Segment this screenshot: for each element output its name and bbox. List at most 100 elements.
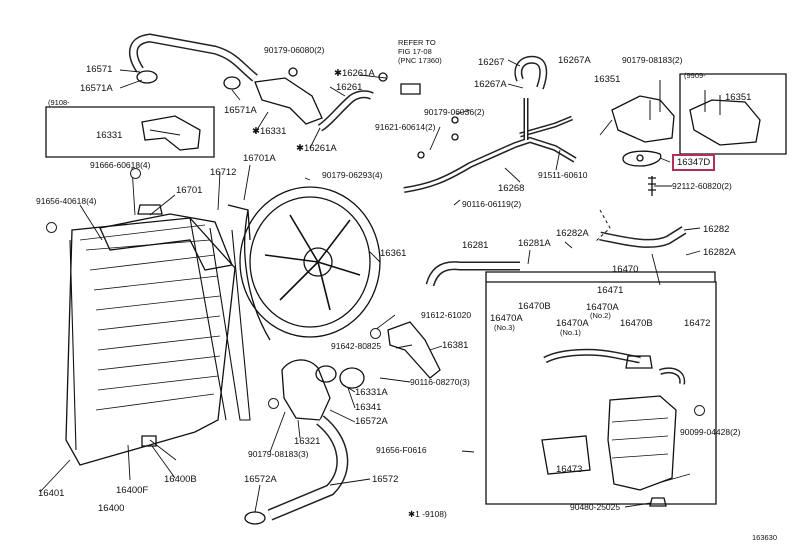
- part-label-16470[interactable]: 16470: [612, 264, 639, 275]
- part-label-16331A[interactable]: 16331A: [355, 387, 388, 398]
- part-label-16281A[interactable]: 16281A: [518, 238, 551, 249]
- figure-number: 163630: [752, 533, 778, 542]
- part-label-16472[interactable]: 16472: [684, 318, 711, 329]
- radiator-top-tank: [100, 214, 232, 270]
- note-no1: (No.1): [560, 328, 581, 337]
- part-label-16572A[interactable]: 16572A: [355, 416, 388, 427]
- part-label-16701A[interactable]: 16701A: [243, 153, 276, 164]
- ref-marker: [268, 398, 279, 409]
- pipe-piece: [401, 84, 420, 94]
- stud-92112: [648, 176, 656, 196]
- gasket-16347D: [623, 151, 661, 166]
- part-label-16261[interactable]: 16261: [336, 82, 363, 93]
- part-label-91656-f0616[interactable]: 91656-F0616: [376, 445, 427, 455]
- part-label-90099-04428[interactable]: 90099-04428(2): [680, 427, 741, 437]
- part-label-16470B-2[interactable]: 16470B: [620, 318, 653, 329]
- bolt: [452, 134, 458, 140]
- part-label-91666-60618[interactable]: 91666-60618(4): [90, 160, 151, 170]
- part-label-16321[interactable]: 16321: [294, 436, 321, 447]
- part-label-16331-star[interactable]: ✱16331: [252, 126, 287, 137]
- fan-shroud-16361: [240, 187, 380, 337]
- bolt: [418, 152, 424, 158]
- part-label-90116-08270[interactable]: 90116-08270(3): [410, 377, 470, 387]
- water-inlet-16351-inset: [690, 100, 760, 145]
- ref-marker: [46, 222, 57, 233]
- footnote: ✱1 -9108): [408, 509, 447, 519]
- part-label-16341[interactable]: 16341: [355, 402, 382, 413]
- hose-clamp: [137, 71, 157, 83]
- refer-note-line3: (PNC 17360): [398, 56, 442, 65]
- part-label-16267A-2[interactable]: 16267A: [474, 79, 507, 90]
- part-label-16282[interactable]: 16282: [703, 224, 730, 235]
- part-label-16261A-2[interactable]: ✱16261A: [296, 143, 337, 154]
- bolt: [452, 117, 458, 123]
- part-label-91621-60614[interactable]: 91621-60614(2): [375, 122, 436, 132]
- grommet: [650, 498, 666, 506]
- water-outlet-16331: [255, 78, 322, 124]
- inset-box-9108: [46, 107, 214, 157]
- part-label-91511-60610[interactable]: 91511-60610: [538, 170, 588, 180]
- box-label-9909: (9909-: [684, 71, 706, 80]
- part-label-16400B[interactable]: 16400B: [164, 474, 197, 485]
- part-label-16381[interactable]: 16381: [442, 340, 469, 351]
- part-label-16471[interactable]: 16471: [597, 285, 624, 296]
- part-label-16572[interactable]: 16572: [372, 474, 399, 485]
- part-label-16351-inset[interactable]: 16351: [725, 92, 752, 103]
- part-label-16571[interactable]: 16571: [86, 64, 113, 75]
- part-label-16470A-2[interactable]: 16470A: [556, 318, 589, 329]
- part-label-16267A[interactable]: 16267A: [558, 55, 591, 66]
- part-label-16571A-2[interactable]: 16571A: [224, 105, 257, 116]
- part-label-90179-06080[interactable]: 90179-06080(2): [264, 45, 325, 55]
- refer-note-line2: FIG 17-08: [398, 47, 432, 56]
- part-label-16400F[interactable]: 16400F: [116, 485, 149, 496]
- part-label-90179-08183-bot[interactable]: 90179-08183(3): [248, 449, 309, 459]
- part-label-16331[interactable]: 16331: [96, 130, 123, 141]
- part-label-16267[interactable]: 16267: [478, 57, 505, 68]
- part-label-91656-40618[interactable]: 91656-40618(4): [36, 196, 97, 206]
- part-label-16470B[interactable]: 16470B: [518, 301, 551, 312]
- box-label-9108: (9108-: [48, 98, 70, 107]
- part-label-91612-61020[interactable]: 91612-61020: [421, 310, 472, 320]
- part-label-90116-06119[interactable]: 90116-06119(2): [462, 199, 522, 209]
- part-label-16473[interactable]: 16473: [556, 464, 583, 475]
- part-label-16712[interactable]: 16712: [210, 167, 237, 178]
- part-label-16571A[interactable]: 16571A: [80, 83, 113, 94]
- reservoir-tank-16470: [608, 396, 676, 490]
- note-no2: (No.2): [590, 311, 611, 320]
- part-label-16261A[interactable]: ✱16261A: [334, 68, 375, 79]
- hose-clamp: [245, 512, 265, 524]
- part-label-90179-08183-top[interactable]: 90179-08183(2): [622, 55, 683, 65]
- reservoir-cap: [626, 356, 652, 368]
- part-label-92112-60820[interactable]: 92112-60820(2): [672, 181, 732, 191]
- part-label-16572A-2[interactable]: 16572A: [244, 474, 277, 485]
- part-label-16400[interactable]: 16400: [98, 503, 125, 514]
- water-inlet-16321: [282, 360, 330, 420]
- ref-marker: [370, 328, 381, 339]
- part-label-90480-25025[interactable]: 90480-25025: [570, 502, 621, 512]
- bracket-16381: [388, 322, 440, 378]
- part-label-16470A-3[interactable]: 16470A: [490, 313, 523, 324]
- part-label-90179-06036[interactable]: 90179-06036(2): [424, 107, 485, 117]
- part-label-16361[interactable]: 16361: [380, 248, 407, 259]
- part-label-16268[interactable]: 16268: [498, 183, 525, 194]
- part-label-16347D[interactable]: 16347D: [671, 154, 716, 171]
- part-label-16282A-2[interactable]: 16282A: [703, 247, 736, 258]
- part-label-16701[interactable]: 16701: [176, 185, 203, 196]
- part-label-16282A[interactable]: 16282A: [556, 228, 589, 239]
- bolt: [289, 68, 297, 76]
- hose-clamp: [224, 77, 240, 89]
- part-label-16351[interactable]: 16351: [594, 74, 621, 85]
- drain-cock: [142, 436, 156, 446]
- part-label-91642-80825[interactable]: 91642-80825: [331, 341, 382, 351]
- part-label-16470A[interactable]: 16470A: [586, 302, 619, 313]
- water-outlet-inset: [142, 116, 200, 150]
- refer-note-line1: REFER TO: [398, 38, 436, 47]
- part-label-16281[interactable]: 16281: [462, 240, 489, 251]
- ref-marker: [130, 168, 141, 179]
- part-label-16401[interactable]: 16401: [38, 488, 65, 499]
- note-no3: (No.3): [494, 323, 515, 332]
- reservoir-group-box: [486, 282, 716, 504]
- radiator-16400: [66, 218, 235, 465]
- part-label-90179-06293[interactable]: 90179-06293(4): [322, 170, 383, 180]
